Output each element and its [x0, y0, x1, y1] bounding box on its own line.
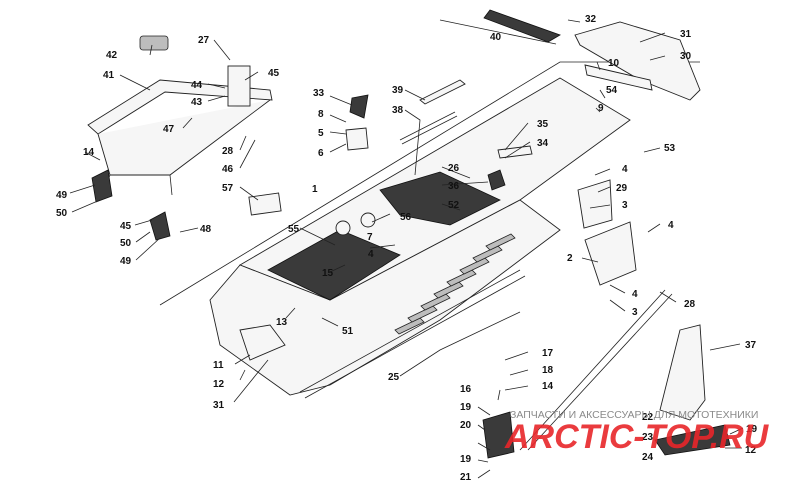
callout-33: 33 [313, 88, 325, 99]
callout-28-right: 28 [684, 299, 696, 310]
callout-8: 8 [318, 109, 324, 120]
rear-cover [239, 324, 286, 361]
bumper-cap [139, 35, 169, 51]
callout-29: 29 [616, 183, 628, 194]
callout-54: 54 [606, 85, 618, 96]
callout-1: 1 [312, 184, 318, 195]
callout-26: 26 [448, 163, 460, 174]
callout-49-lower: 49 [120, 256, 132, 267]
side-brackets [239, 179, 731, 459]
callout-4-center: 4 [368, 249, 374, 260]
callout-18: 18 [542, 365, 554, 376]
callout-19-lower: 19 [460, 454, 472, 465]
callout-15: 15 [322, 268, 334, 279]
footrest-step [654, 424, 731, 456]
callout-40: 40 [490, 32, 502, 43]
callout-7: 7 [367, 232, 373, 243]
callout-4-right: 4 [668, 220, 674, 231]
callout-12-right: 12 [745, 445, 757, 456]
callout-34: 34 [537, 138, 549, 149]
callout-38: 38 [392, 105, 404, 116]
chassis-tunnel [159, 61, 700, 399]
callout-43: 43 [191, 97, 203, 108]
callout-36: 36 [448, 181, 460, 192]
callout-46: 46 [222, 164, 234, 175]
callout-52: 52 [448, 200, 460, 211]
callout-51: 51 [342, 326, 354, 337]
callout-41: 41 [103, 70, 115, 81]
callout-labels: 1 2 3 3 4 4 4 4 5 6 7 8 9 10 11 12 12 13… [56, 14, 758, 483]
callout-11: 11 [213, 360, 224, 371]
callout-39: 39 [392, 85, 404, 96]
callout-47: 47 [163, 124, 175, 135]
callout-13: 13 [276, 317, 288, 328]
callout-27: 27 [198, 35, 210, 46]
callout-50-lower: 50 [120, 238, 132, 249]
callout-2: 2 [567, 253, 573, 264]
callout-42: 42 [106, 50, 118, 61]
callout-24: 24 [642, 452, 654, 463]
callout-44: 44 [191, 80, 203, 91]
callout-53: 53 [664, 143, 676, 154]
hitch-plate [482, 411, 515, 459]
callout-5: 5 [318, 128, 324, 139]
callout-30: 30 [680, 51, 692, 62]
callout-17: 17 [542, 348, 554, 359]
watermark-brand: ARCTIC-TOP.RU [504, 418, 770, 456]
callout-35: 35 [537, 119, 549, 130]
callout-22: 22 [642, 412, 654, 423]
callout-19-right: 19 [746, 424, 758, 435]
callout-28-left: 28 [222, 146, 234, 157]
footrest-plate [659, 324, 706, 421]
decal [248, 192, 282, 216]
leader-lines [69, 19, 744, 479]
rear-fender-assembly [483, 9, 701, 101]
seat-panel [379, 171, 501, 226]
callout-23: 23 [642, 432, 654, 443]
callout-4-lower: 4 [632, 289, 638, 300]
callout-31-lower: 31 [213, 400, 225, 411]
callout-12-left: 12 [213, 379, 225, 390]
callout-49-left: 49 [56, 190, 68, 201]
callout-25: 25 [388, 372, 400, 383]
callout-14-lower: 14 [542, 381, 554, 392]
callout-37: 37 [745, 340, 757, 351]
callout-55: 55 [288, 224, 300, 235]
callout-9: 9 [598, 103, 604, 114]
callout-32: 32 [585, 14, 597, 25]
callout-20: 20 [460, 420, 472, 431]
tunnel-vent-slots [394, 233, 516, 335]
callout-19-upper: 19 [460, 402, 472, 413]
callout-3-upper: 3 [622, 200, 628, 211]
callout-48: 48 [200, 224, 212, 235]
callout-50-left: 50 [56, 208, 68, 219]
rear-bracket [584, 64, 653, 91]
bumper-foot-left [91, 169, 113, 203]
callout-10: 10 [608, 58, 620, 69]
callout-45-upper: 45 [268, 68, 280, 79]
callout-6: 6 [318, 148, 324, 159]
bumper-foot-right [149, 211, 171, 241]
callout-16: 16 [460, 384, 472, 395]
callout-21: 21 [460, 472, 472, 483]
callout-3-lower: 3 [632, 307, 638, 318]
callout-4-upper: 4 [622, 164, 628, 175]
callout-56: 56 [400, 212, 412, 223]
bumper-bracket [227, 65, 251, 107]
watermark: ЗАПЧАСТИ И АКСЕССУАРЫ ДЛЯ МОТОТЕХНИКИ AR… [504, 409, 770, 456]
callout-57: 57 [222, 183, 234, 194]
callout-14-left: 14 [83, 147, 95, 158]
callout-45-lower: 45 [120, 221, 132, 232]
callout-31-upper: 31 [680, 29, 692, 40]
grille-plate [267, 229, 401, 301]
rear-bumper-assembly [87, 35, 273, 241]
small-parts [248, 79, 533, 236]
watermark-caption: ЗАПЧАСТИ И АКСЕССУАРЫ ДЛЯ МОТОТЕХНИКИ [510, 409, 758, 421]
